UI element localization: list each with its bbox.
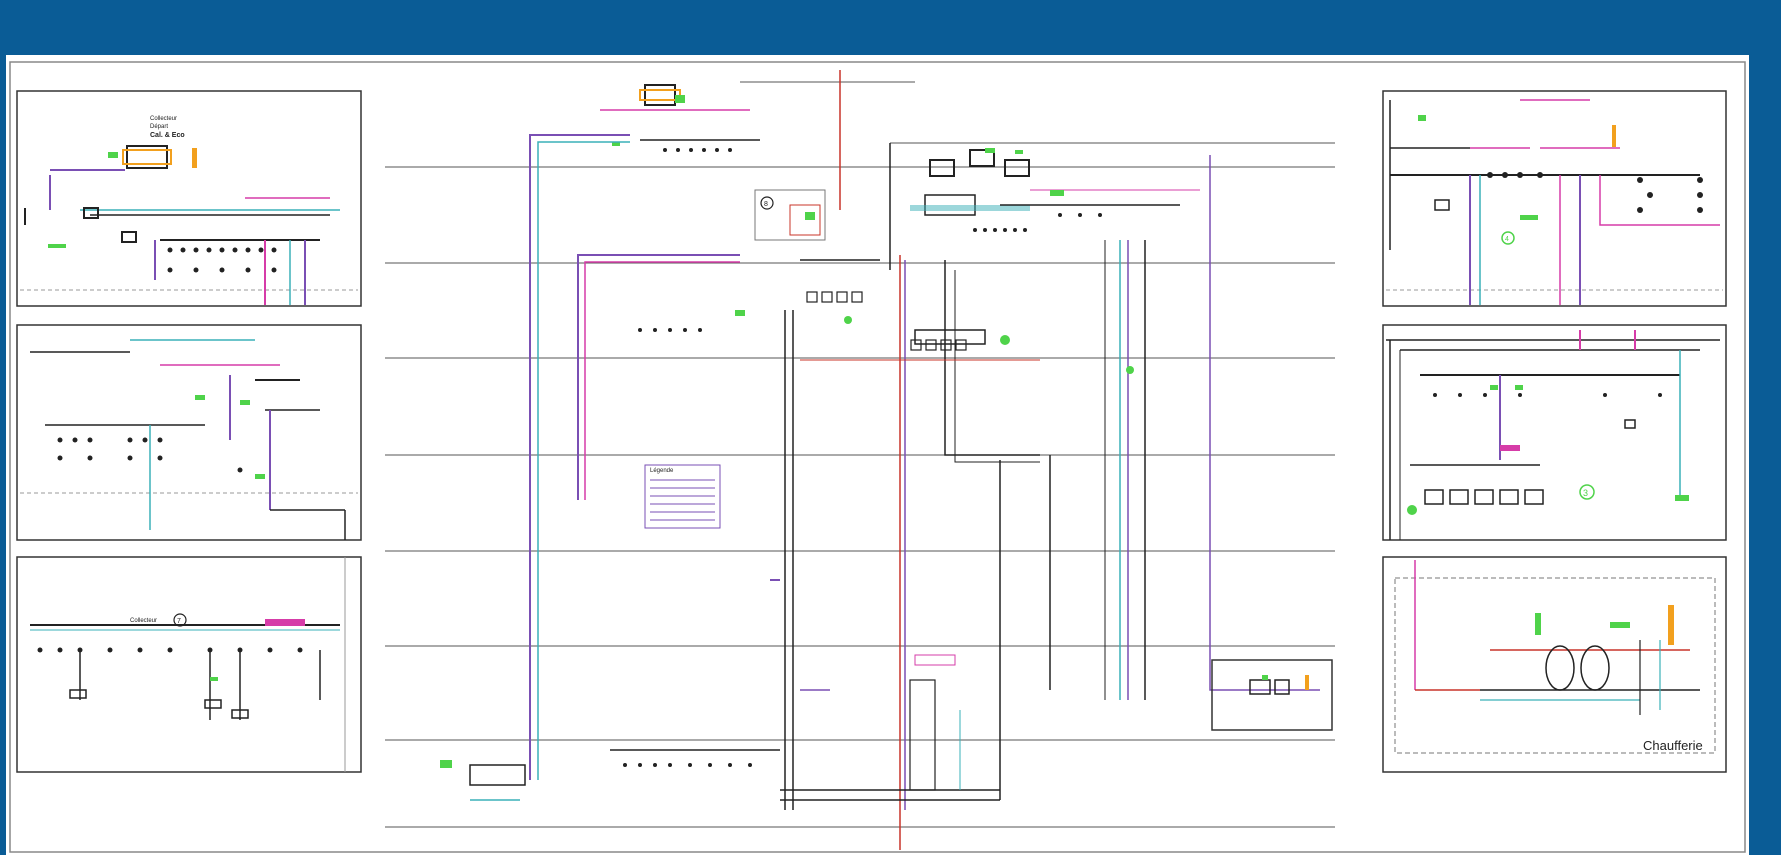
center-top-unit xyxy=(600,70,841,210)
horizontal-grid-lines xyxy=(385,81,1335,828)
top-left-sub: Cal. & Eco xyxy=(150,132,185,139)
top-left-title-2: Départ xyxy=(150,124,168,130)
zone-8-label: 8 xyxy=(764,201,768,208)
center-zone-markers: 8 xyxy=(760,196,774,210)
center-legend-box: Légende xyxy=(644,464,721,529)
bottom-left-header: Collecteur xyxy=(130,618,157,624)
zone-7-label: 7 xyxy=(177,618,181,625)
center-right-unit xyxy=(910,148,1200,374)
panel-top-left: Collecteur Départ Cal. & Eco xyxy=(16,90,362,307)
panel-bottom-right: Chaufferie xyxy=(1382,556,1727,773)
center-main-vertical-pipes xyxy=(529,134,1320,850)
zone-3-label: 3 xyxy=(1583,488,1588,498)
chaufferie-label: Chaufferie xyxy=(1643,738,1703,753)
panel-middle-right: 3 xyxy=(1382,324,1727,541)
center-left-unit xyxy=(638,189,967,351)
sheet-border xyxy=(9,61,1746,853)
zone-4-label: 4 xyxy=(1505,236,1509,243)
panel-top-right: 4 xyxy=(1382,90,1727,307)
window-edge xyxy=(0,0,6,855)
panel-middle-left xyxy=(16,324,362,541)
center-bottom-unit xyxy=(440,579,1333,801)
panel-bottom-left: Collecteur 7 xyxy=(16,556,362,773)
center-legend-title: Légende xyxy=(650,468,674,474)
top-left-title-1: Collecteur xyxy=(150,116,177,122)
